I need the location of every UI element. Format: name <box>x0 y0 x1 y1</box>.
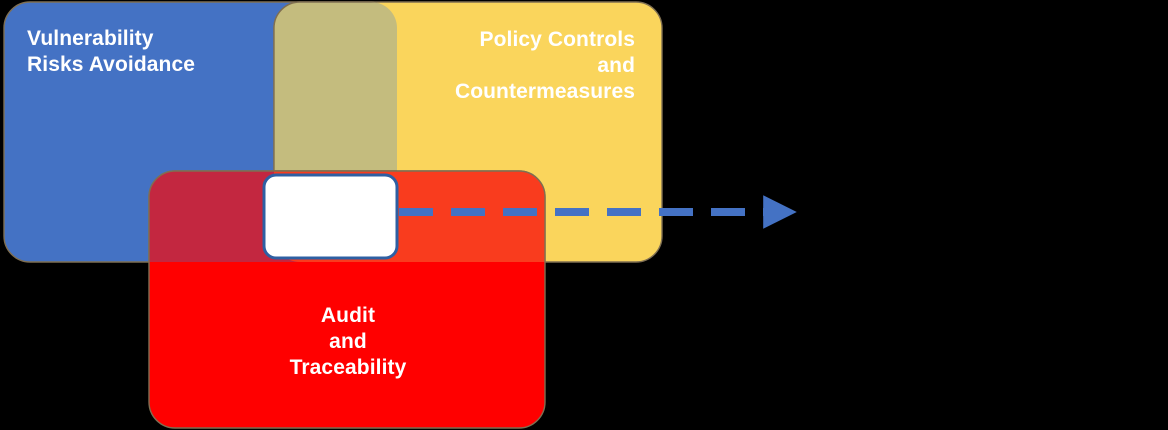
center-intersection-box[interactable] <box>262 173 399 260</box>
overlap-yellow-red <box>274 170 546 262</box>
